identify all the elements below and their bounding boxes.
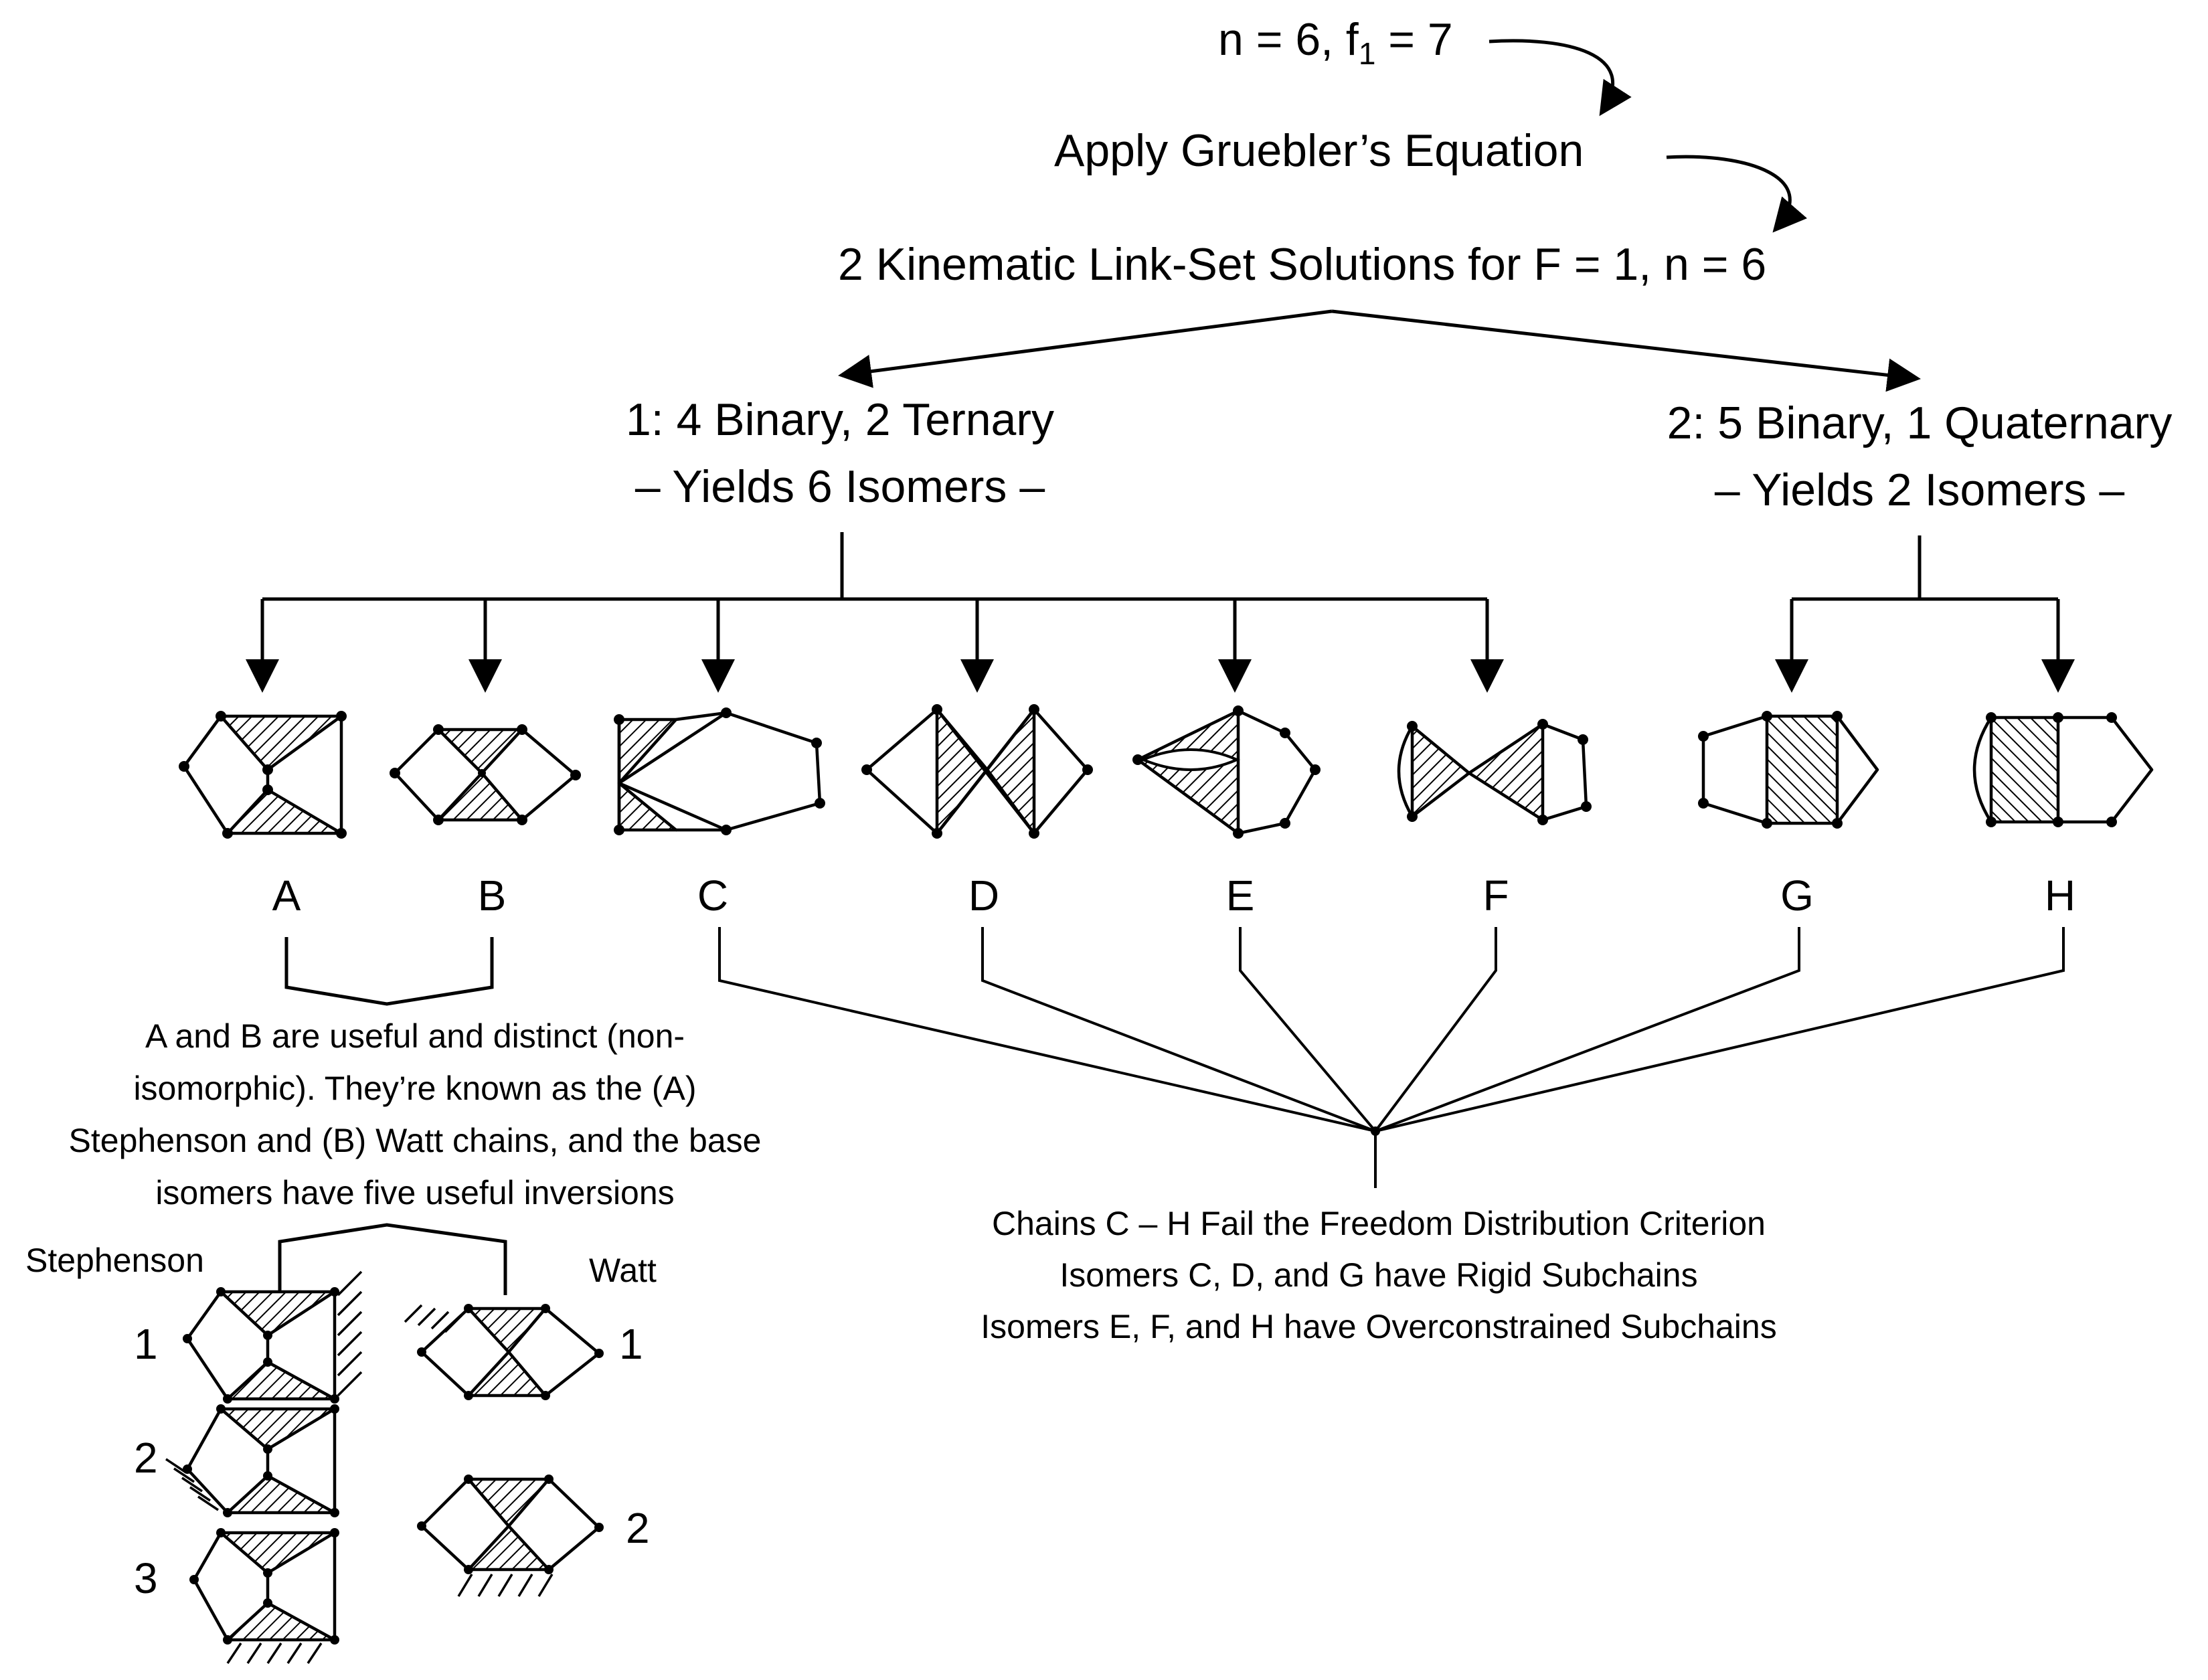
branch-1-tree (246, 532, 1504, 693)
watt-title: Watt (589, 1252, 657, 1289)
branch-2-title: 2: 5 Binary, 1 Quaternary (1667, 398, 2173, 448)
watt-inversion-1 (404, 1304, 604, 1400)
failure-note: Chains C – H Fail the Freedom Distributi… (981, 1205, 1776, 1345)
stephenson-num-1: 1 (134, 1320, 158, 1368)
failure-convergence (718, 927, 2065, 1188)
svg-text:isomorphic). They’re known as: isomorphic). They’re known as the (A) (133, 1070, 696, 1107)
curved-arrow-1 (1489, 39, 1632, 116)
isomer-b-chain (390, 724, 581, 825)
isomer-f-chain (1397, 719, 1592, 825)
isomer-g-chain (1698, 711, 1879, 829)
isomer-label-f: F (1482, 871, 1509, 920)
branch-2-subtitle: – Yields 2 Isomers – (1715, 465, 2124, 515)
stephenson-inversion-1 (183, 1270, 363, 1404)
branch-1-subtitle: – Yields 6 Isomers – (635, 461, 1045, 512)
watt-num-2: 2 (626, 1504, 650, 1552)
isomer-label-c: C (697, 871, 728, 920)
step-gruebler: Apply Gruebler’s Equation (1054, 125, 1584, 176)
watt-inversion-2 (417, 1475, 604, 1597)
isomer-label-d: D (968, 871, 999, 920)
ab-bracket (284, 937, 494, 1006)
isomer-d-chain (861, 704, 1093, 839)
stephenson-num-3: 3 (134, 1554, 158, 1602)
split-arrow-left (838, 309, 1333, 388)
stephenson-inversion-3 (189, 1528, 339, 1664)
watt-num-1: 1 (619, 1320, 643, 1368)
svg-text:Isomers E, F, and H have Overc: Isomers E, F, and H have Overconstrained… (981, 1308, 1776, 1345)
input-params: n = 6, f1 = 7 (1218, 14, 1453, 71)
isomer-label-a: A (272, 871, 301, 920)
stephenson-inversion-2 (165, 1404, 339, 1517)
isomer-label-h: H (2045, 871, 2075, 920)
svg-text:Stephenson and (B) Watt chains: Stephenson and (B) Watt chains, and the … (69, 1122, 762, 1159)
isomer-e-chain (1132, 705, 1321, 839)
isomer-label-b: B (478, 871, 507, 920)
isomer-c-chain (614, 707, 825, 835)
branch-2-tree (1775, 535, 2075, 693)
svg-text:A and B are useful and distinc: A and B are useful and distinct (non- (145, 1017, 685, 1055)
inversion-bracket (278, 1223, 507, 1295)
useful-note: A and B are useful and distinct (non- is… (69, 1017, 762, 1211)
split-arrow-right (1331, 309, 1921, 392)
branch-1-title: 1: 4 Binary, 2 Ternary (626, 394, 1054, 445)
isomer-label-e: E (1226, 871, 1255, 920)
stephenson-num-2: 2 (134, 1434, 158, 1482)
stephenson-title: Stephenson (25, 1242, 204, 1279)
isomer-h-chain (1972, 712, 2154, 827)
svg-text:isomers have five useful inver: isomers have five useful inversions (155, 1174, 674, 1211)
svg-text:Isomers C, D, and G have Rigid: Isomers C, D, and G have Rigid Subchains (1059, 1256, 1697, 1294)
isomer-a-chain (179, 711, 347, 839)
link-set-result: 2 Kinematic Link-Set Solutions for F = 1… (838, 239, 1766, 290)
curved-arrow-2 (1666, 155, 1808, 233)
isomer-label-g: G (1780, 871, 1814, 920)
svg-text:Chains C – H Fail the Freedom: Chains C – H Fail the Freedom Distributi… (992, 1205, 1766, 1242)
